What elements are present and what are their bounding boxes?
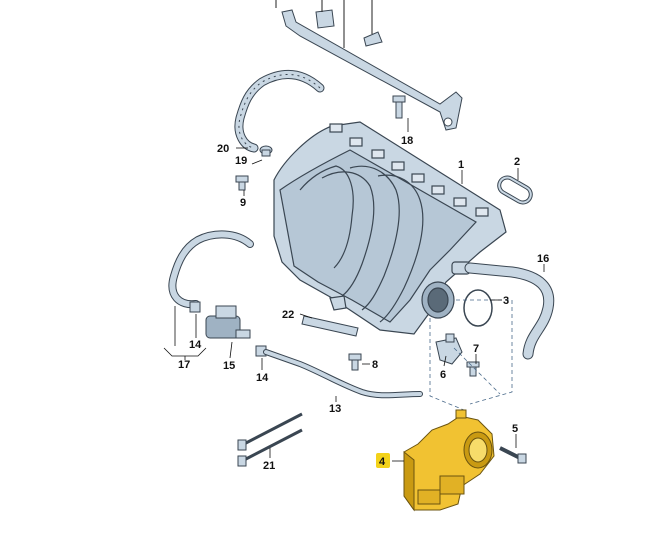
bolts-21 — [237, 412, 303, 467]
callout-22: 22 — [282, 309, 294, 321]
gasket-2 — [497, 175, 533, 205]
callout-5: 5 — [512, 423, 518, 435]
callout-4-highlight — [376, 453, 390, 468]
clip-19 — [259, 145, 273, 157]
bracket-22 — [301, 315, 359, 337]
callout-17: 17 — [178, 359, 190, 371]
sensor-6 — [435, 333, 463, 365]
support-bracket — [281, 9, 463, 131]
clip-14-a — [189, 301, 201, 313]
callout-leaders — [163, 118, 545, 462]
callout-4: 4 — [379, 456, 386, 468]
callout-7: 7 — [473, 343, 479, 355]
callout-1: 1 — [458, 159, 464, 171]
o-ring-3 — [463, 289, 493, 327]
callout-21: 21 — [263, 460, 275, 472]
callout-3: 3 — [503, 295, 509, 307]
vacuum-hose-17 — [168, 230, 254, 309]
callout-13: 13 — [329, 403, 341, 415]
intake-manifold — [273, 121, 507, 335]
callout-14-b: 14 — [256, 372, 269, 384]
hose-13 — [263, 349, 423, 399]
callout-18: 18 — [401, 135, 413, 147]
hose-16 — [464, 262, 555, 360]
callout-8: 8 — [372, 359, 378, 371]
callout-19: 19 — [235, 155, 247, 167]
throttle-body-4 — [403, 409, 495, 512]
callout-16: 16 — [537, 253, 549, 265]
leader-lines-top — [275, 0, 373, 48]
bolt-9 — [235, 175, 249, 191]
assembly-guide-lines — [429, 299, 513, 411]
callout-15: 15 — [223, 360, 235, 372]
callout-6: 6 — [440, 369, 446, 381]
callout-14-a: 14 — [189, 339, 202, 351]
callout-9: 9 — [240, 197, 246, 209]
breather-hose-upper — [234, 69, 325, 153]
bolt-5 — [499, 446, 527, 464]
bolt-18 — [392, 95, 406, 119]
bolt-8 — [348, 353, 362, 371]
solenoid-valve-15 — [205, 305, 251, 339]
callout-labels: 1 2 3 4 5 6 7 8 9 13 14 14 15 16 17 18 1… — [178, 135, 549, 472]
bolt-7 — [466, 361, 480, 377]
callout-2: 2 — [514, 156, 520, 168]
callout-20: 20 — [217, 143, 229, 155]
